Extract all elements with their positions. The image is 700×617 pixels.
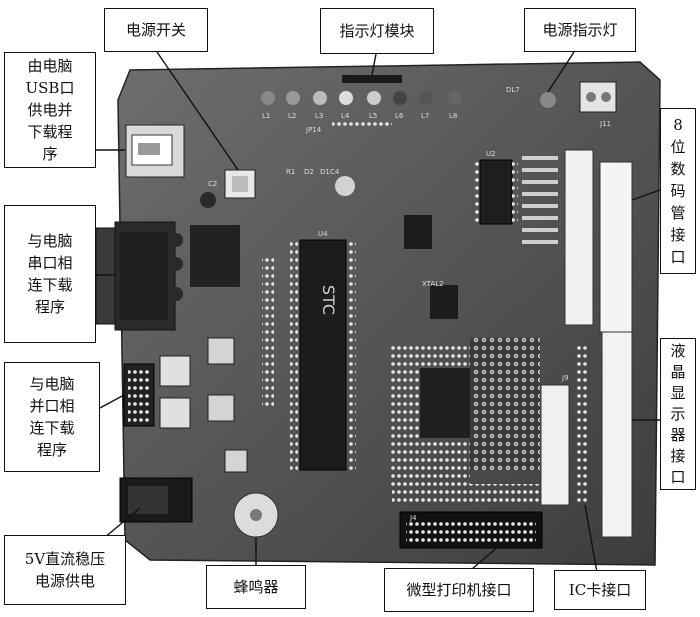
callout-lcd-interface: 液 晶 显 示 器 接 口 (660, 338, 696, 490)
callout-indicator-module: 指示灯模块 (320, 8, 434, 54)
chip-brand-text: STC (319, 285, 338, 315)
callout-power-indicator: 电源指示灯 (524, 8, 636, 52)
silk-L3: L3 (315, 112, 323, 120)
silk-J4: J4 (409, 514, 417, 522)
callout-printer-interface: 微型打印机接口 (384, 568, 534, 612)
silk-D2: R1 (286, 168, 295, 176)
silk-C4: C4 (330, 168, 340, 176)
usb-port-image (125, 124, 185, 178)
silk-U4: U4 (318, 230, 328, 238)
serial-port-image (95, 221, 176, 331)
callout-ic-card: IC卡接口 (554, 570, 646, 610)
callout-seven-segment: 8 位 数 码 管 接 口 (660, 108, 696, 274)
mcu-chip-image: STC (290, 239, 356, 471)
silk-L5: L5 (369, 112, 377, 120)
callout-parallel-download: 与电脑 并口相 连下载 程序 (4, 362, 100, 472)
silk-XTAL2: XTAL2 (422, 280, 444, 288)
callout-lines (91, 51, 661, 579)
parallel-port-image (123, 363, 155, 427)
silk-J11: J11 (599, 120, 611, 128)
silk-L2: L2 (288, 112, 296, 120)
dc-jack-image (119, 477, 193, 523)
callout-usb-download: 由电脑 USB口 供电并 下载程 序 (4, 52, 96, 168)
silk-R1: D2 (304, 168, 314, 176)
silk-L7: L7 (421, 112, 429, 120)
callout-buzzer: 蜂鸣器 (206, 565, 306, 609)
silk-C2: C2 (208, 180, 217, 188)
callout-dc-power: 5V直流稳压 电源供电 (4, 535, 126, 605)
silk-L4: L4 (341, 112, 350, 120)
silk-J9: J9 (561, 374, 569, 382)
silk-L1: L1 (262, 112, 270, 120)
silk-JP14: JP14 (305, 126, 322, 134)
led-row-image (261, 75, 556, 108)
silk-DL7: DL7 (506, 86, 520, 94)
silk-D1: D1 (320, 168, 330, 176)
silk-U2: U2 (486, 150, 496, 158)
callout-serial-download: 与电脑 串口相 连下载 程序 (4, 205, 96, 343)
silk-L6: L6 (395, 112, 404, 120)
silk-L8: L8 (449, 112, 457, 120)
callout-power-switch: 电源开关 (104, 8, 208, 52)
